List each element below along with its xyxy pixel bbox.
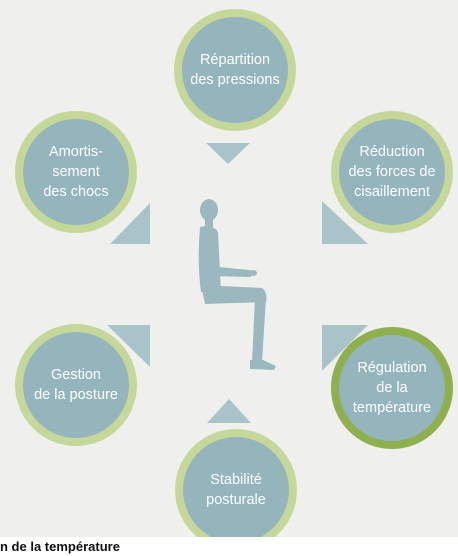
label-stabilite: Stabilité posturale bbox=[206, 472, 266, 508]
pointer-regulation bbox=[322, 325, 368, 371]
node-regulation[interactable] bbox=[331, 327, 453, 449]
pointer-reduction bbox=[322, 201, 368, 244]
node-amortissement[interactable] bbox=[15, 111, 137, 233]
label-amortissement: Amortis- sement des chocs bbox=[43, 144, 109, 200]
caption-text: n de la température bbox=[0, 537, 458, 556]
seated-person-icon bbox=[198, 199, 276, 370]
label-regulation: Régulation de la température bbox=[352, 360, 432, 416]
label-repartition: Répartition des pressions bbox=[190, 52, 280, 88]
pointer-amortissement bbox=[110, 203, 150, 244]
pointer-gestion bbox=[107, 325, 150, 367]
node-repartition[interactable] bbox=[174, 9, 296, 131]
label-reduction: Réduction des forces de cisaillement bbox=[348, 144, 436, 200]
pointer-stabilite bbox=[207, 399, 251, 423]
label-gestion: Gestion de la posture bbox=[34, 367, 118, 403]
node-stabilite[interactable] bbox=[175, 429, 297, 551]
node-reduction[interactable] bbox=[331, 111, 453, 233]
node-gestion[interactable] bbox=[15, 324, 137, 446]
pointer-repartition bbox=[206, 143, 250, 164]
